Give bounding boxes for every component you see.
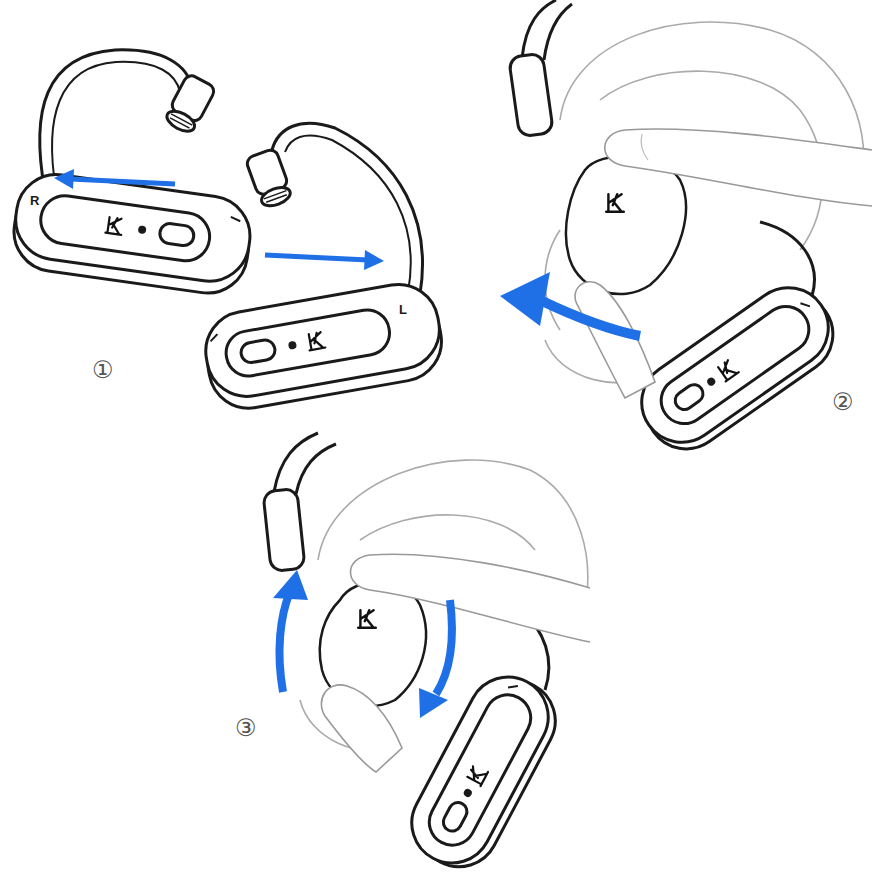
wearing-step-two-part [500, 272, 550, 326]
wearing-step-three-part-part-part [464, 790, 471, 797]
left-earhook-module-part-part [223, 307, 393, 380]
side-marker: R [29, 194, 40, 207]
wearing-step-two-part-part-part [800, 300, 810, 310]
wearing-step-two-part-part [626, 272, 848, 465]
direction-arrow-part [54, 169, 74, 189]
right-earhook-module-part-part [159, 222, 195, 247]
right-earhook-module-part [163, 73, 217, 136]
direction-arrow-part [364, 250, 384, 270]
wearing-step-two-part-part-part [716, 359, 738, 381]
wearing-step-two-part-part [509, 53, 554, 137]
wearing-step-two-part-part [760, 222, 814, 296]
wearing-step-two-part [605, 129, 872, 206]
wearing-step-three-part-part [263, 488, 305, 571]
wearing-step-three-part [321, 685, 402, 772]
left-earhook-module-part-part [240, 338, 277, 364]
left-earhook-module [199, 123, 447, 414]
right-earhook-module-part-part [169, 114, 192, 129]
right-earhook-module-part [9, 169, 255, 298]
wearing-step-two-part [575, 282, 655, 398]
left-earhook-module-part-part [290, 342, 296, 348]
wearing-step-two-part-part-part [626, 272, 844, 458]
wearing-step-two-part-part [566, 156, 686, 294]
wearing-step-three-part-part-part [421, 687, 539, 853]
wearing-step-three-part [279, 592, 290, 692]
direction-arrow-part [265, 255, 368, 260]
wearing-step-three-part-part-part [398, 663, 563, 877]
right-earhook-module-part-part [139, 227, 145, 233]
wearing-step-two-part-part-part [708, 378, 715, 385]
wearing-step-three-part-part-part [466, 764, 488, 786]
right-earhook-module-part-part [164, 107, 198, 135]
wearing-step-three-part [351, 554, 591, 642]
wearing-step-three-part-part [398, 663, 570, 881]
wearing-step-two-part-part [544, 4, 572, 60]
left-earhook-module-part [245, 148, 294, 210]
left-earhook-module-part [199, 278, 447, 414]
wearing-step-three [263, 433, 590, 881]
wearing-step-three-part [263, 433, 569, 881]
wearing-step-three-part [273, 570, 308, 600]
wearing-step-two-part [509, 0, 849, 465]
wearing-step-three-part [436, 600, 452, 694]
wearing-step-three-part-part-part [508, 682, 518, 691]
step-number: ① [92, 358, 114, 382]
step-number: ② [832, 390, 854, 414]
right-earhook-module [9, 50, 255, 298]
left-earhook-module-part [285, 136, 411, 292]
right-earhook-module-part [52, 62, 180, 190]
left-earhook-module-part [272, 123, 422, 294]
left-earhook-module-part-part [210, 334, 219, 341]
wearing-step-two-part-part [606, 194, 624, 212]
side-marker: L [398, 303, 408, 316]
left-earhook-module-part-part [307, 332, 326, 351]
right-earhook-module-part-part [230, 217, 240, 221]
wearing-step-two-part [540, 300, 640, 336]
wearing-step-three-part-part [360, 515, 535, 550]
wearing-step-two-part-part-part [652, 297, 818, 432]
wearing-step-three-part-part [296, 444, 336, 494]
step-number: ③ [235, 716, 257, 740]
wearing-step-three-part [419, 688, 448, 718]
wearing-step-two [500, 0, 872, 465]
direction-arrow [54, 169, 384, 270]
wearing-step-three-part-part [358, 610, 376, 628]
left-earhook-module-part-part [264, 191, 288, 203]
right-earhook-module-part-part [38, 193, 213, 264]
right-earhook-module-part-part [11, 169, 256, 286]
right-earhook-module-part-part [105, 217, 123, 235]
wearing-step-three-part-part-part [440, 799, 470, 834]
left-earhook-module-part-part [259, 184, 293, 209]
wearing-step-two-part-part-part [672, 381, 707, 413]
left-earhook-module-part-part [199, 278, 445, 403]
direction-arrow-part [70, 179, 175, 184]
wearing-step-two-part [641, 134, 648, 160]
